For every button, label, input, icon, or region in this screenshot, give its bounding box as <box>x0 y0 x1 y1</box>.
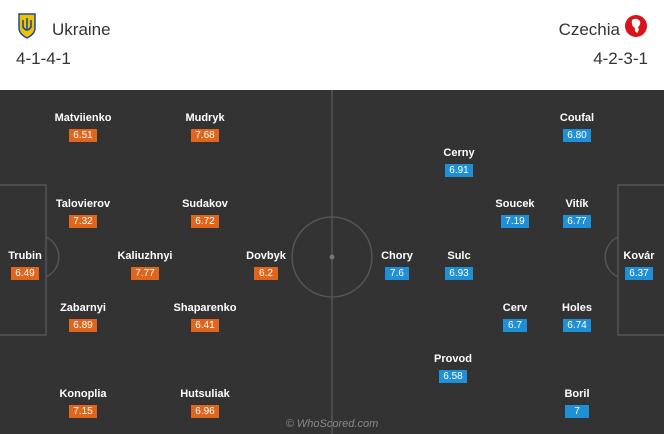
player-rating: 6.91 <box>445 164 473 177</box>
player-hutsuliak[interactable]: Hutsuliak 6.96 <box>160 388 250 419</box>
player-chory[interactable]: Chory 7.6 <box>352 250 442 281</box>
player-rating: 7.6 <box>385 267 409 280</box>
player-rating: 6.41 <box>191 319 219 332</box>
player-rating: 7.77 <box>131 267 159 280</box>
player-name: Konoplia <box>59 388 107 400</box>
player-kaliuzhnyi[interactable]: Kaliuzhnyi 7.77 <box>100 250 190 281</box>
player-rating: 6.80 <box>563 129 591 142</box>
player-name: Dovbyk <box>246 250 286 262</box>
player-cerv[interactable]: Cerv 6.7 <box>470 302 560 333</box>
player-name: Mudryk <box>185 112 225 124</box>
match-header: Ukraine 4-1-4-1 Czechia 4-2-3-1 <box>0 0 664 90</box>
player-rating: 7 <box>565 405 589 418</box>
player-rating: 6.96 <box>191 405 219 418</box>
player-name: Sulc <box>447 250 471 262</box>
away-team-name[interactable]: Czechia <box>558 20 620 39</box>
player-rating: 7.19 <box>501 215 529 228</box>
player-boril[interactable]: Boril 7 <box>532 388 622 419</box>
player-soucek[interactable]: Soucek 7.19 <box>470 198 560 229</box>
player-rating: 6.89 <box>69 319 97 332</box>
player-vitik[interactable]: Vitík 6.77 <box>532 198 622 229</box>
player-zabarnyi[interactable]: Zabarnyi 6.89 <box>38 302 128 333</box>
player-name: Matviienko <box>54 112 112 124</box>
player-rating: 7.15 <box>69 405 97 418</box>
player-rating: 6.51 <box>69 129 97 142</box>
player-name: Boril <box>564 388 590 400</box>
whoscored-watermark: © WhoScored.com <box>285 418 379 430</box>
player-mudryk[interactable]: Mudryk 7.68 <box>160 112 250 143</box>
home-formation: 4-1-4-1 <box>16 49 71 68</box>
player-name: Talovierov <box>55 198 111 210</box>
player-name: Kovár <box>623 250 655 262</box>
player-matviienko[interactable]: Matviienko 6.51 <box>38 112 128 143</box>
player-shaparenko[interactable]: Shaparenko 6.41 <box>160 302 250 333</box>
player-name: Shaparenko <box>173 302 237 314</box>
player-rating: 6.37 <box>625 267 653 280</box>
player-name: Sudakov <box>182 198 228 210</box>
away-formation: 4-2-3-1 <box>593 49 648 68</box>
pitch-markings <box>0 90 664 434</box>
player-holes[interactable]: Holes 6.74 <box>532 302 622 333</box>
player-name: Vitík <box>565 198 589 210</box>
player-kovar[interactable]: Kovár 6.37 <box>594 250 664 281</box>
home-team-name[interactable]: Ukraine <box>52 20 111 39</box>
player-dovbyk[interactable]: Dovbyk 6.2 <box>221 250 311 281</box>
ukraine-crest-icon <box>18 13 36 39</box>
player-name: Soucek <box>495 198 535 210</box>
player-rating: 6.2 <box>254 267 278 280</box>
player-name: Kaliuzhnyi <box>117 250 173 262</box>
player-rating: 6.72 <box>191 215 219 228</box>
player-name: Chory <box>381 250 413 262</box>
player-rating: 6.74 <box>563 319 591 332</box>
player-name: Provod <box>434 353 472 365</box>
player-sudakov[interactable]: Sudakov 6.72 <box>160 198 250 229</box>
player-trubin[interactable]: Trubin 6.49 <box>0 250 70 281</box>
player-rating: 6.49 <box>11 267 39 280</box>
player-coufal[interactable]: Coufal 6.80 <box>532 112 622 143</box>
player-name: Coufal <box>559 112 595 124</box>
player-rating: 7.68 <box>191 129 219 142</box>
player-cerny[interactable]: Cerny 6.91 <box>414 147 504 178</box>
player-konoplia[interactable]: Konoplia 7.15 <box>38 388 128 419</box>
player-name: Cerv <box>502 302 528 314</box>
player-sulc[interactable]: Sulc 6.93 <box>414 250 504 281</box>
player-provod[interactable]: Provod 6.58 <box>408 353 498 384</box>
player-rating: 6.7 <box>503 319 527 332</box>
player-rating: 7.32 <box>69 215 97 228</box>
pitch: Trubin 6.49 Konoplia 7.15 Zabarnyi 6.89 … <box>0 90 664 434</box>
player-rating: 6.93 <box>445 267 473 280</box>
player-name: Zabarnyi <box>60 302 106 314</box>
player-name: Hutsuliak <box>180 388 230 400</box>
player-name: Holes <box>562 302 592 314</box>
player-name: Trubin <box>8 250 42 262</box>
player-rating: 6.58 <box>439 370 467 383</box>
player-rating: 6.77 <box>563 215 591 228</box>
player-talovierov[interactable]: Talovierov 7.32 <box>38 198 128 229</box>
player-name: Cerny <box>443 147 475 159</box>
czechia-crest-icon <box>625 15 647 37</box>
